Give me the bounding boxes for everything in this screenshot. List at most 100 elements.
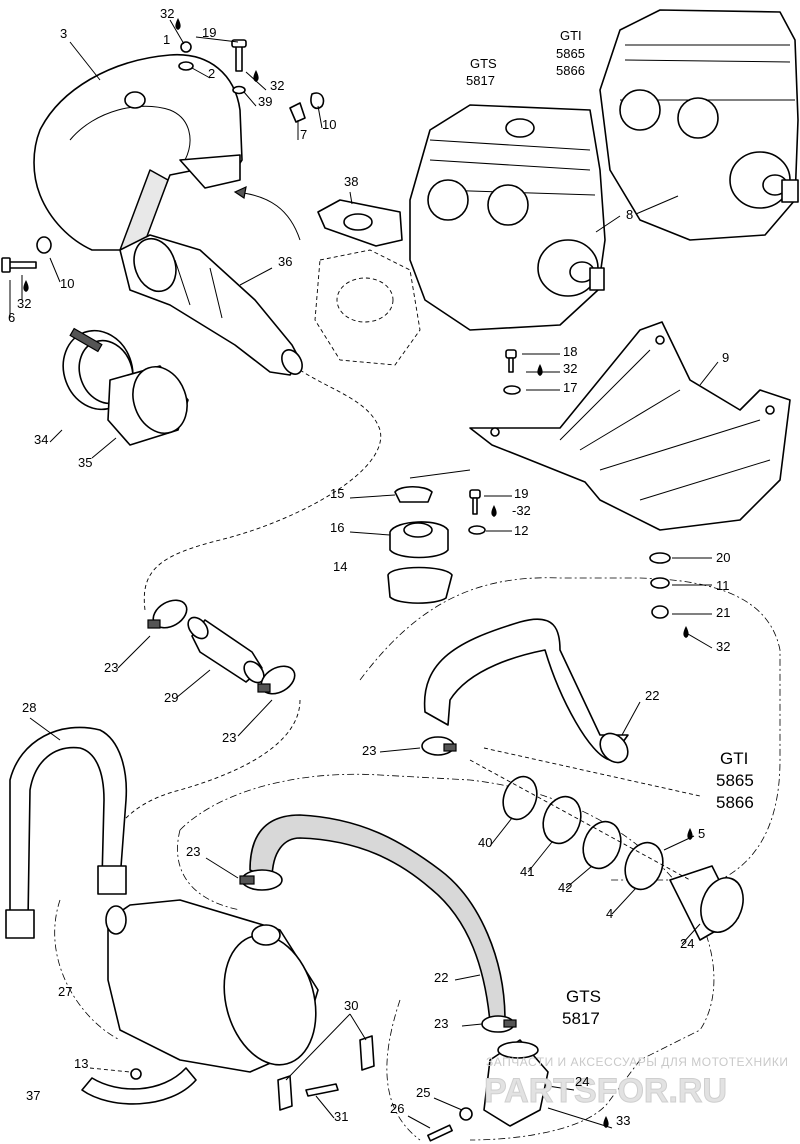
- callout-4-40: 4: [606, 906, 613, 921]
- callout-22-35: 22: [645, 688, 659, 703]
- callout-34-19: 34: [34, 432, 48, 447]
- callout-38-9: 38: [344, 174, 358, 189]
- variant-code: 5866: [716, 793, 754, 812]
- variant-label-gti-right: GTI 5865 5866: [716, 749, 754, 812]
- mount-plate-9: [469, 321, 791, 531]
- cylinder-ghost: [314, 249, 421, 366]
- callout-22-45: 22: [434, 970, 448, 985]
- callout-9-18: 9: [722, 350, 729, 365]
- group-boundary-gti: [359, 577, 781, 881]
- callout-13-48: 13: [74, 1056, 88, 1071]
- leader-8: [595, 195, 679, 233]
- variant-code: 5817: [466, 73, 495, 88]
- leader-3: [69, 41, 101, 81]
- variant-code: 5817: [562, 1009, 600, 1028]
- callout-39-5: 39: [258, 94, 272, 109]
- strap-37: [81, 1067, 197, 1105]
- callout-3-8: 3: [60, 26, 67, 41]
- engine-gts: [409, 104, 606, 331]
- variant-model: GTS: [470, 56, 497, 71]
- variant-label-gti-top: GTI 5865 5866: [556, 28, 585, 78]
- variant-code: 5866: [556, 63, 585, 78]
- outlet-axis: [469, 747, 701, 881]
- callout-23-43: 23: [186, 844, 200, 859]
- callout-16-24: 16: [330, 520, 344, 535]
- callout-12-25: 12: [514, 523, 528, 538]
- variant-model: GTI: [720, 749, 748, 768]
- callout-26-52: 26: [390, 1101, 404, 1116]
- callout-35-20: 35: [78, 455, 92, 470]
- arrow-head: [233, 185, 247, 200]
- callout-10-7: 10: [322, 117, 336, 132]
- sleeve-35: [91, 365, 189, 459]
- outlet-elbow-24: [407, 1039, 613, 1142]
- callout-23-46: 23: [434, 1016, 448, 1031]
- group-boundary-lower: [54, 829, 421, 1141]
- exhaust-cone-36: [119, 234, 303, 376]
- variant-label-gts-bottom: GTS 5817: [562, 987, 601, 1028]
- hardware-top: [169, 19, 325, 140]
- callout-32-23: -32: [512, 503, 531, 518]
- callout-19-22: 19: [514, 486, 528, 501]
- group-boundary-gts: [179, 773, 715, 1141]
- callout-1-1: 1: [163, 32, 170, 47]
- callout-36-10: 36: [278, 254, 292, 269]
- watermark-tagline: ЗАПЧАСТИ И АКСЕССУАРЫ ДЛЯ МОТОТЕХНИКИ: [486, 1055, 788, 1069]
- clamp-23-gti: [379, 736, 457, 756]
- callout-14-26: 14: [333, 559, 347, 574]
- hose-29: [175, 616, 265, 699]
- callout-11-28: 11: [716, 578, 730, 593]
- hardware-19-12: [468, 489, 512, 535]
- callout-20-27: 20: [716, 550, 730, 565]
- callout-5-41: 5: [698, 826, 705, 841]
- hardware-31: [305, 1083, 339, 1119]
- variant-model: GTI: [560, 28, 582, 43]
- oil-drop-markers: [23, 18, 693, 1128]
- engine-gti: [599, 9, 799, 241]
- callout-30-47: 30: [344, 998, 358, 1013]
- muffler-27: [105, 899, 319, 1073]
- variant-code: 5865: [556, 46, 585, 61]
- hose-routing-line: [143, 369, 382, 611]
- callout-24-53: 24: [575, 1074, 589, 1089]
- brackets-30: [277, 1013, 375, 1111]
- callout-23-36: 23: [362, 743, 376, 758]
- leader-36: [239, 267, 273, 286]
- callout-17-17: 17: [563, 380, 577, 395]
- callout-25-51: 25: [416, 1085, 430, 1100]
- callout-33-54: 33: [616, 1113, 630, 1128]
- watermark: ЗАПЧАСТИ И АКСЕССУАРЫ ДЛЯ МОТОТЕХНИКИ PA…: [484, 1055, 788, 1111]
- callout-18-15: 18: [563, 344, 577, 359]
- watermark-logo: PARTSFOR.RU: [484, 1072, 727, 1110]
- callout-27-44: 27: [58, 984, 72, 999]
- bolt-6: [1, 236, 61, 318]
- variant-model: GTS: [566, 987, 601, 1006]
- callout-21-29: 21: [716, 605, 730, 620]
- callout-19-3: 19: [202, 25, 216, 40]
- callout-23-33: 23: [222, 730, 236, 745]
- callout-6-11: 6: [8, 310, 15, 325]
- outlet-rings: [489, 775, 744, 945]
- clamps-23-gts: [205, 857, 517, 1033]
- gasket-38: [317, 191, 403, 247]
- callout-32-30: 32: [716, 639, 730, 654]
- parts-15-16-14: [349, 469, 471, 604]
- callout-32-0: 32: [160, 6, 174, 21]
- washers-20-11-21: [649, 552, 713, 649]
- callout-28-34: 28: [22, 700, 36, 715]
- callout-32-16: 32: [563, 361, 577, 376]
- callout-32-12: 32: [17, 296, 31, 311]
- callout-41-38: 41: [520, 864, 534, 879]
- callout-24-42: 24: [680, 936, 694, 951]
- variant-label-gts-top: GTS 5817: [466, 56, 497, 88]
- callout-31-49: 31: [334, 1109, 348, 1124]
- callout-2-2: 2: [208, 66, 215, 81]
- callout-37-50: 37: [26, 1088, 40, 1103]
- pointer-arrow: [234, 191, 301, 241]
- callout-15-21: 15: [330, 486, 344, 501]
- callout-23-31: 23: [104, 660, 118, 675]
- hose-22-gti: [423, 618, 641, 764]
